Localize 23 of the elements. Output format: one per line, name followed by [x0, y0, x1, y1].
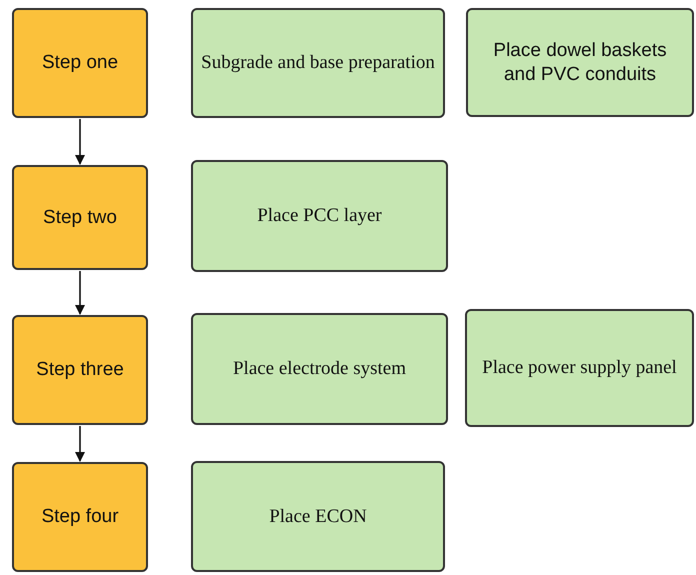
task-label: Place ECON — [269, 504, 367, 528]
task-label: Place electrode system — [232, 357, 406, 381]
task-box — [191, 8, 445, 118]
step-box — [12, 8, 148, 118]
task-label: Place PCC layer — [257, 204, 382, 228]
step-box — [12, 462, 148, 572]
step-box — [12, 315, 148, 425]
step-label: Step three — [36, 358, 124, 382]
step-label: Step one — [42, 51, 118, 75]
step-label: Step two — [43, 206, 117, 230]
arrow — [75, 119, 85, 165]
task-box — [191, 313, 448, 425]
task-box — [191, 160, 448, 272]
task-label: Place power supply panel — [482, 356, 677, 380]
arrow — [75, 271, 85, 315]
task-box — [191, 461, 445, 572]
task-label: Subgrade and base preparation — [201, 51, 435, 75]
step-box — [12, 165, 148, 270]
task-box — [465, 309, 694, 427]
task-label: Place dowel baskets and PVC conduits — [492, 38, 668, 86]
step-label: Step four — [41, 505, 119, 529]
task-box — [466, 8, 694, 117]
arrow — [75, 426, 85, 462]
